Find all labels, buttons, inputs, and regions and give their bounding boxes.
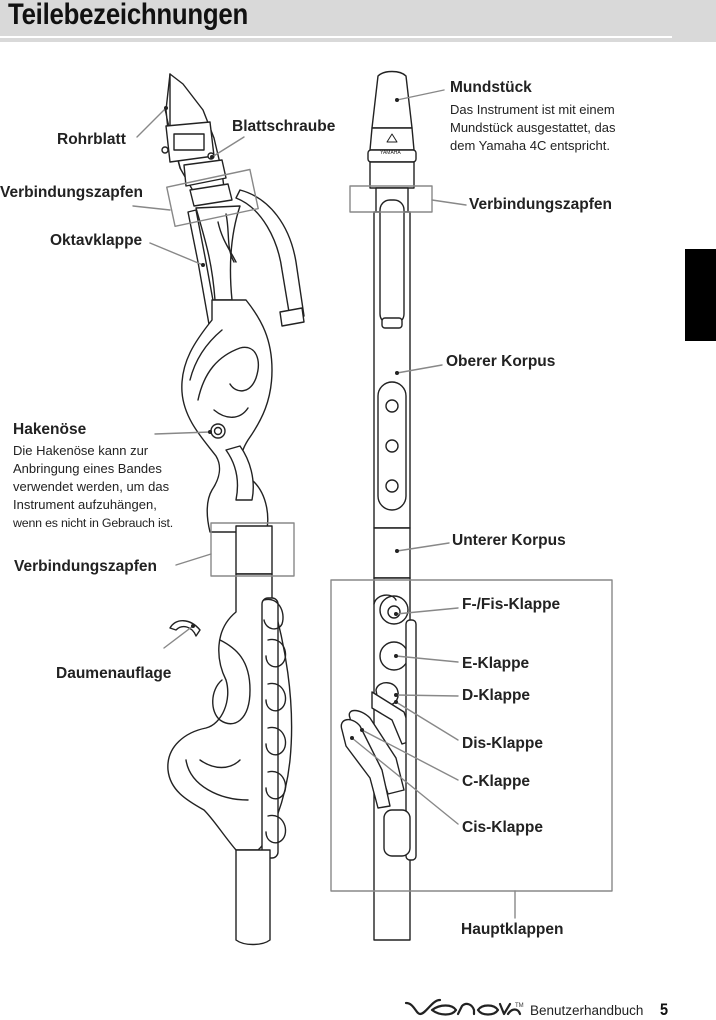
left-mid-joint-box bbox=[210, 522, 295, 577]
tone-hole bbox=[385, 399, 399, 413]
label-rohrblatt: Rohrblatt bbox=[57, 131, 126, 148]
chapter-tab bbox=[685, 249, 716, 341]
label-verbindungszapfen-1: Verbindungszapfen bbox=[0, 184, 143, 201]
header-rule bbox=[0, 36, 672, 38]
label-c-klappe: C-Klappe bbox=[462, 773, 531, 790]
tone-hole bbox=[385, 439, 399, 453]
right-instrument bbox=[340, 70, 417, 941]
label-d-klappe: D-Klappe bbox=[462, 687, 531, 704]
cis-key bbox=[340, 719, 391, 809]
venova-logo bbox=[404, 998, 522, 1016]
right-mouthpiece bbox=[371, 70, 413, 129]
lower-body bbox=[167, 573, 293, 851]
page-number: 5 bbox=[660, 1000, 669, 1019]
label-e-klappe: E-Klappe bbox=[462, 655, 530, 672]
label-blattschraube: Blattschraube bbox=[232, 118, 336, 135]
label-hauptklappen: Hauptklappen bbox=[461, 921, 564, 938]
trademark: TM bbox=[515, 1003, 524, 1009]
left-joint-ring bbox=[235, 525, 273, 575]
label-verbindungszapfen-3: Verbindungszapfen bbox=[469, 196, 612, 213]
left-top-joint-box bbox=[166, 168, 259, 227]
label-oberer-korpus: Oberer Korpus bbox=[446, 353, 556, 370]
mouthpiece-brand: YAMAHA bbox=[380, 150, 401, 156]
label-daumenauflage: Daumenauflage bbox=[56, 665, 172, 682]
label-verbindungszapfen-2: Verbindungszapfen bbox=[14, 558, 157, 575]
right-top-joint-box bbox=[349, 185, 433, 213]
dis-key bbox=[371, 691, 415, 745]
hakenoese-description: Die Hakenöse kann zur Anbringung eines B… bbox=[13, 443, 173, 530]
label-cis-klappe: Cis-Klappe bbox=[462, 819, 543, 836]
label-mundstueck: Mundstück bbox=[450, 79, 532, 96]
footer-manual: Benutzerhandbuch bbox=[530, 1003, 644, 1018]
label-oktavklappe: Oktavklappe bbox=[50, 232, 143, 249]
mundstueck-description: Das Instrument ist mit einem Mundstück a… bbox=[450, 102, 616, 153]
label-dis-klappe: Dis-Klappe bbox=[462, 735, 543, 752]
tone-hole bbox=[385, 479, 399, 493]
page-title: Teilebezeichnungen bbox=[8, 0, 249, 31]
label-unterer-korpus: Unterer Korpus bbox=[452, 532, 566, 549]
upper-body bbox=[181, 299, 273, 533]
page-header: Teilebezeichnungen bbox=[0, 0, 716, 42]
label-hakenoese: Hakenöse bbox=[13, 421, 87, 438]
thumb-rest bbox=[169, 620, 201, 637]
left-instrument bbox=[161, 73, 305, 946]
label-f-fis-klappe: F-/Fis-Klappe bbox=[462, 596, 561, 613]
main-keys-box bbox=[330, 579, 613, 892]
right-joint-ring bbox=[373, 527, 411, 579]
left-bell bbox=[235, 849, 271, 946]
